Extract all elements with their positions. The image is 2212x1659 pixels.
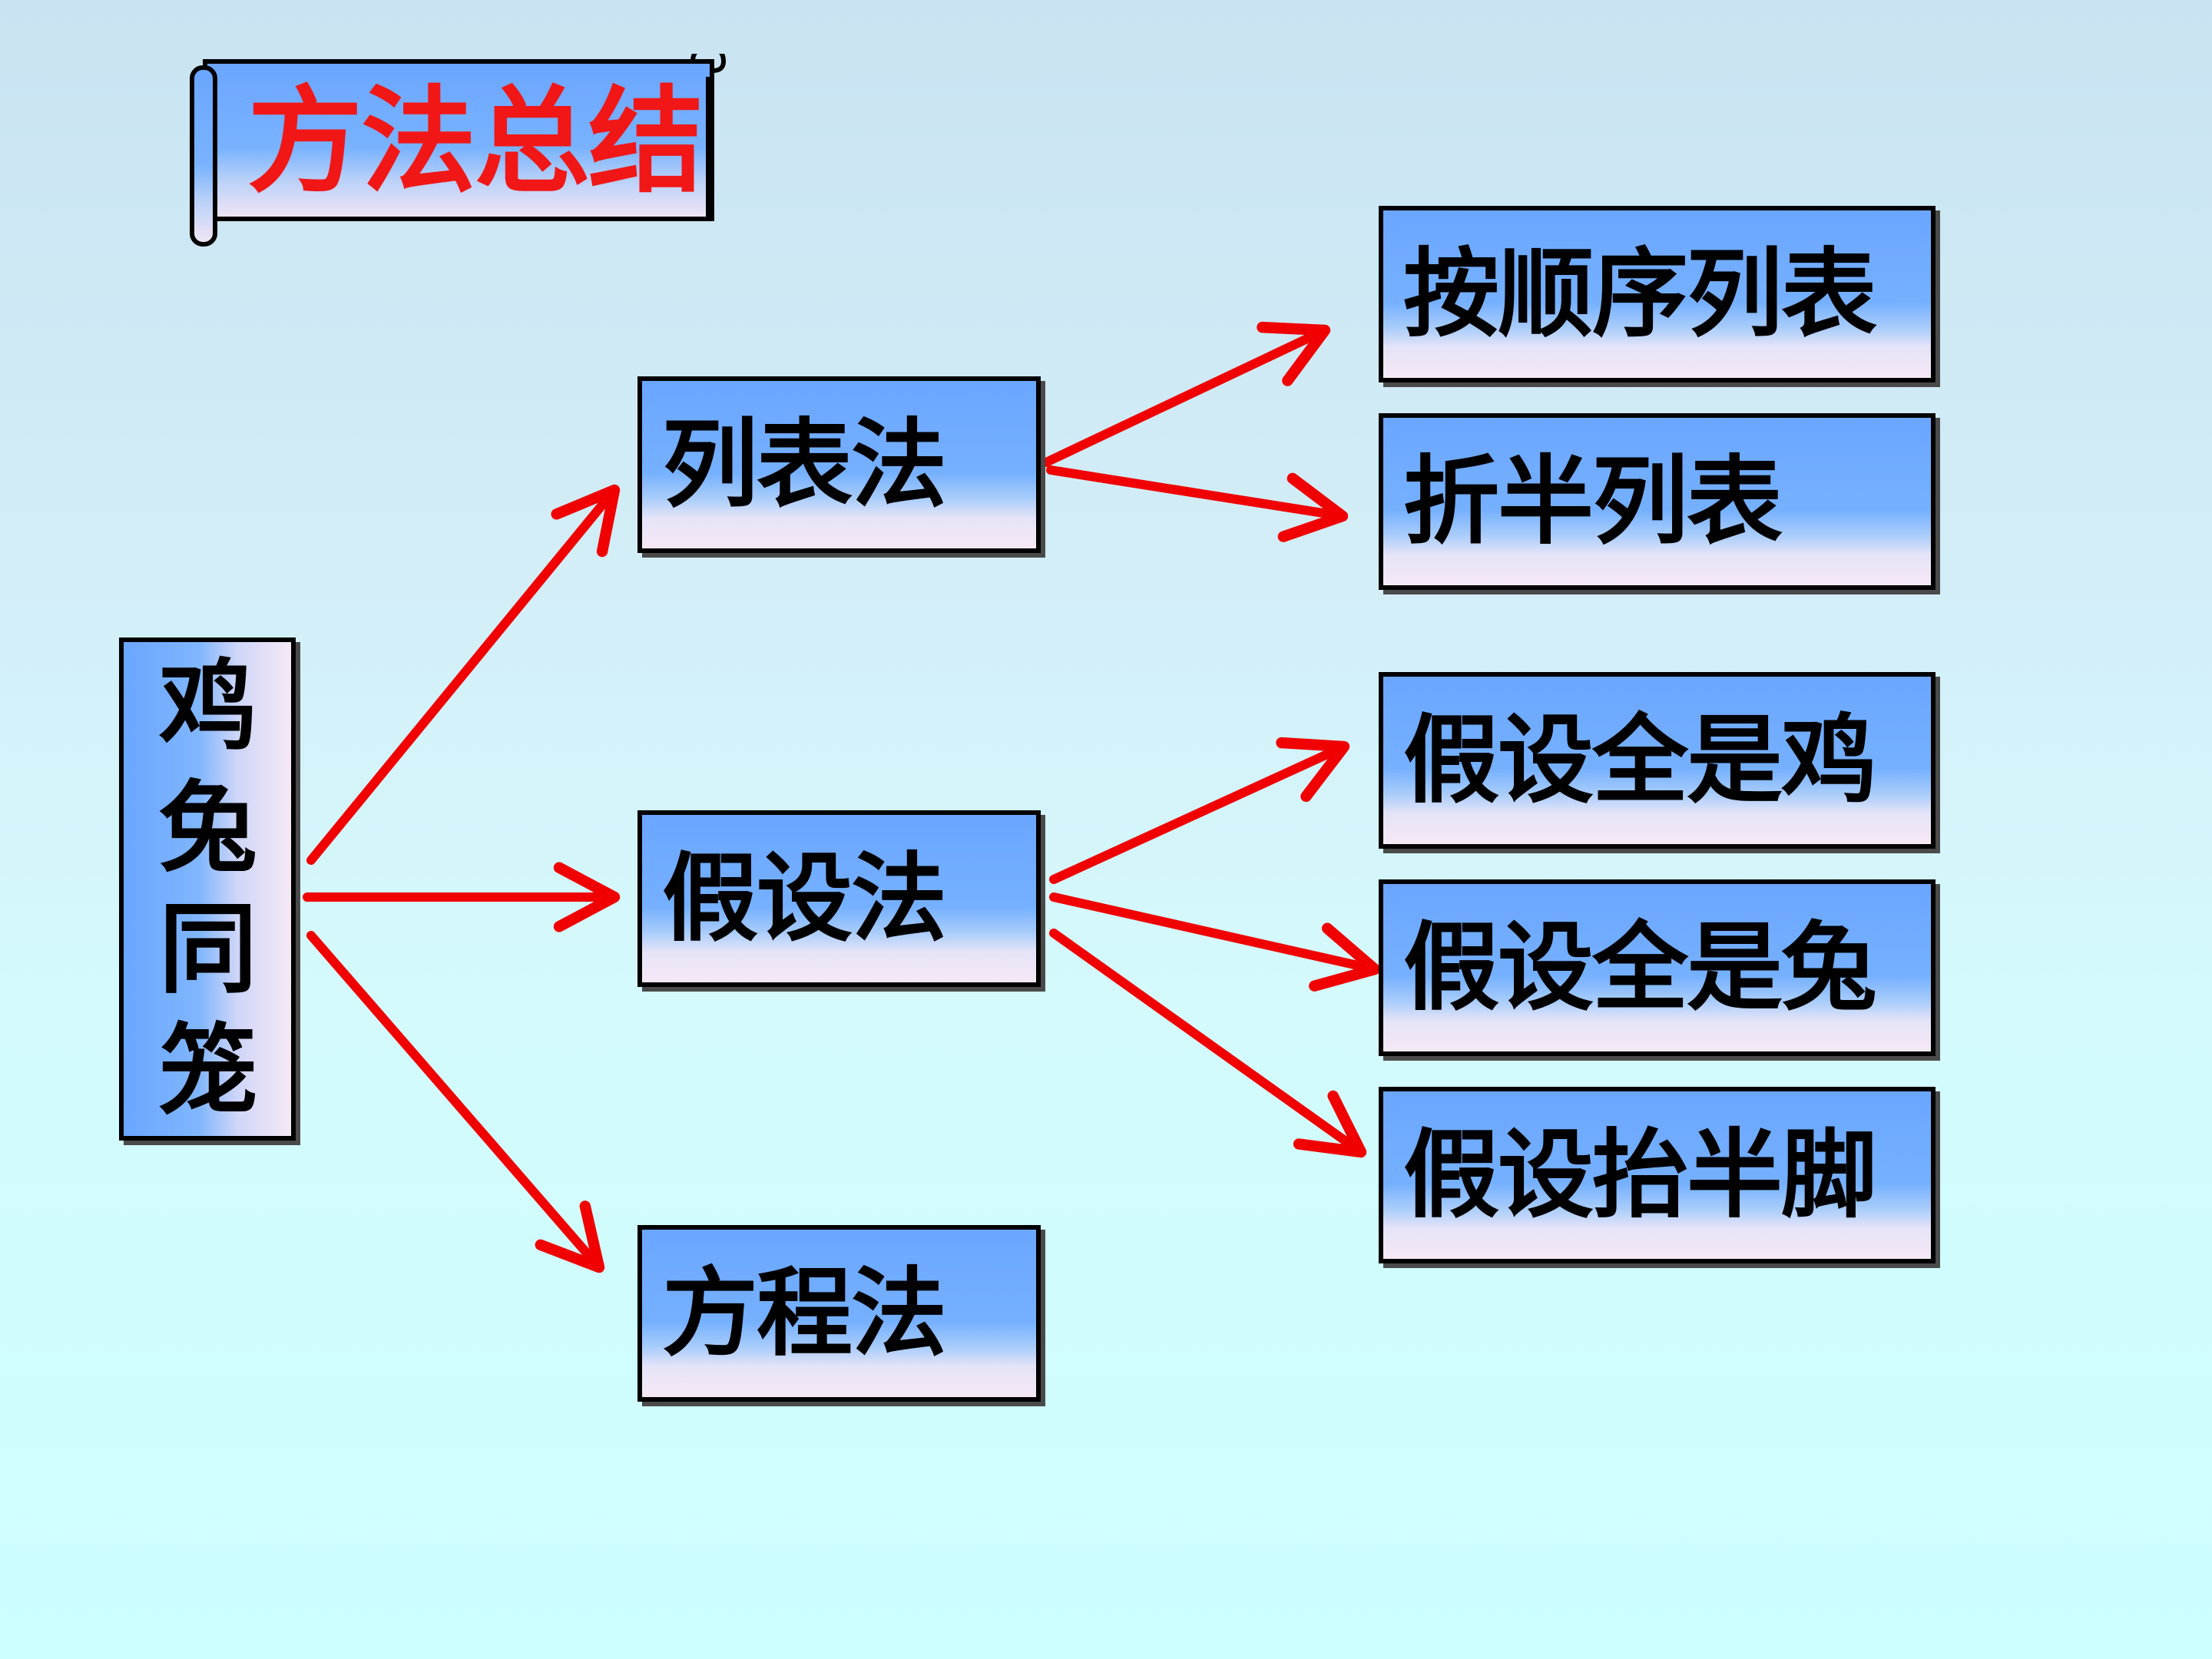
submethod-node-all-chicken: 假设全是鸡: [1379, 672, 1936, 849]
method-node-assume: 假设法: [637, 810, 1041, 987]
arrow-list-to-halving: [1046, 465, 1349, 542]
submethod-node-sequential-list: 按顺序列表: [1379, 206, 1936, 382]
banner-title: 方法总结: [247, 75, 704, 209]
submethod-node-halving-list: 折半列表: [1379, 413, 1936, 590]
method-label: 方程法: [662, 1257, 947, 1369]
submethod-label: 假设全是鸡: [1403, 704, 1877, 816]
root-node-chicken-rabbit-cage: 鸡 兔 同 笼: [119, 637, 296, 1141]
method-label: 假设法: [662, 843, 947, 955]
submethod-label: 假设抬半脚: [1403, 1119, 1877, 1231]
arrow-assume-to-all-rabbit: [1049, 892, 1381, 992]
root-char: 兔: [158, 770, 257, 886]
submethod-node-lift-half-feet: 假设抬半脚: [1379, 1087, 1936, 1263]
root-char: 鸡: [158, 649, 257, 764]
root-char: 笼: [158, 1013, 257, 1128]
submethod-label: 按顺序列表: [1403, 238, 1877, 350]
submethod-label: 假设全是兔: [1403, 912, 1877, 1024]
method-node-list: 列表法: [637, 376, 1041, 553]
method-node-equation: 方程法: [637, 1225, 1041, 1402]
title-banner-scroll: [190, 54, 727, 247]
root-char: 同: [158, 892, 257, 1007]
arrow-list-to-sequential: [1041, 321, 1331, 467]
submethod-node-all-rabbit: 假设全是兔: [1379, 879, 1936, 1056]
method-label: 列表法: [662, 409, 947, 521]
arrow-root-to-equation-method: [306, 931, 605, 1273]
arrow-assume-to-lift-half-feet: [1049, 929, 1367, 1158]
submethod-label: 折半列表: [1403, 445, 1783, 558]
arrow-root-to-list-method: [306, 484, 621, 865]
arrow-assume-to-all-chicken: [1049, 737, 1350, 884]
